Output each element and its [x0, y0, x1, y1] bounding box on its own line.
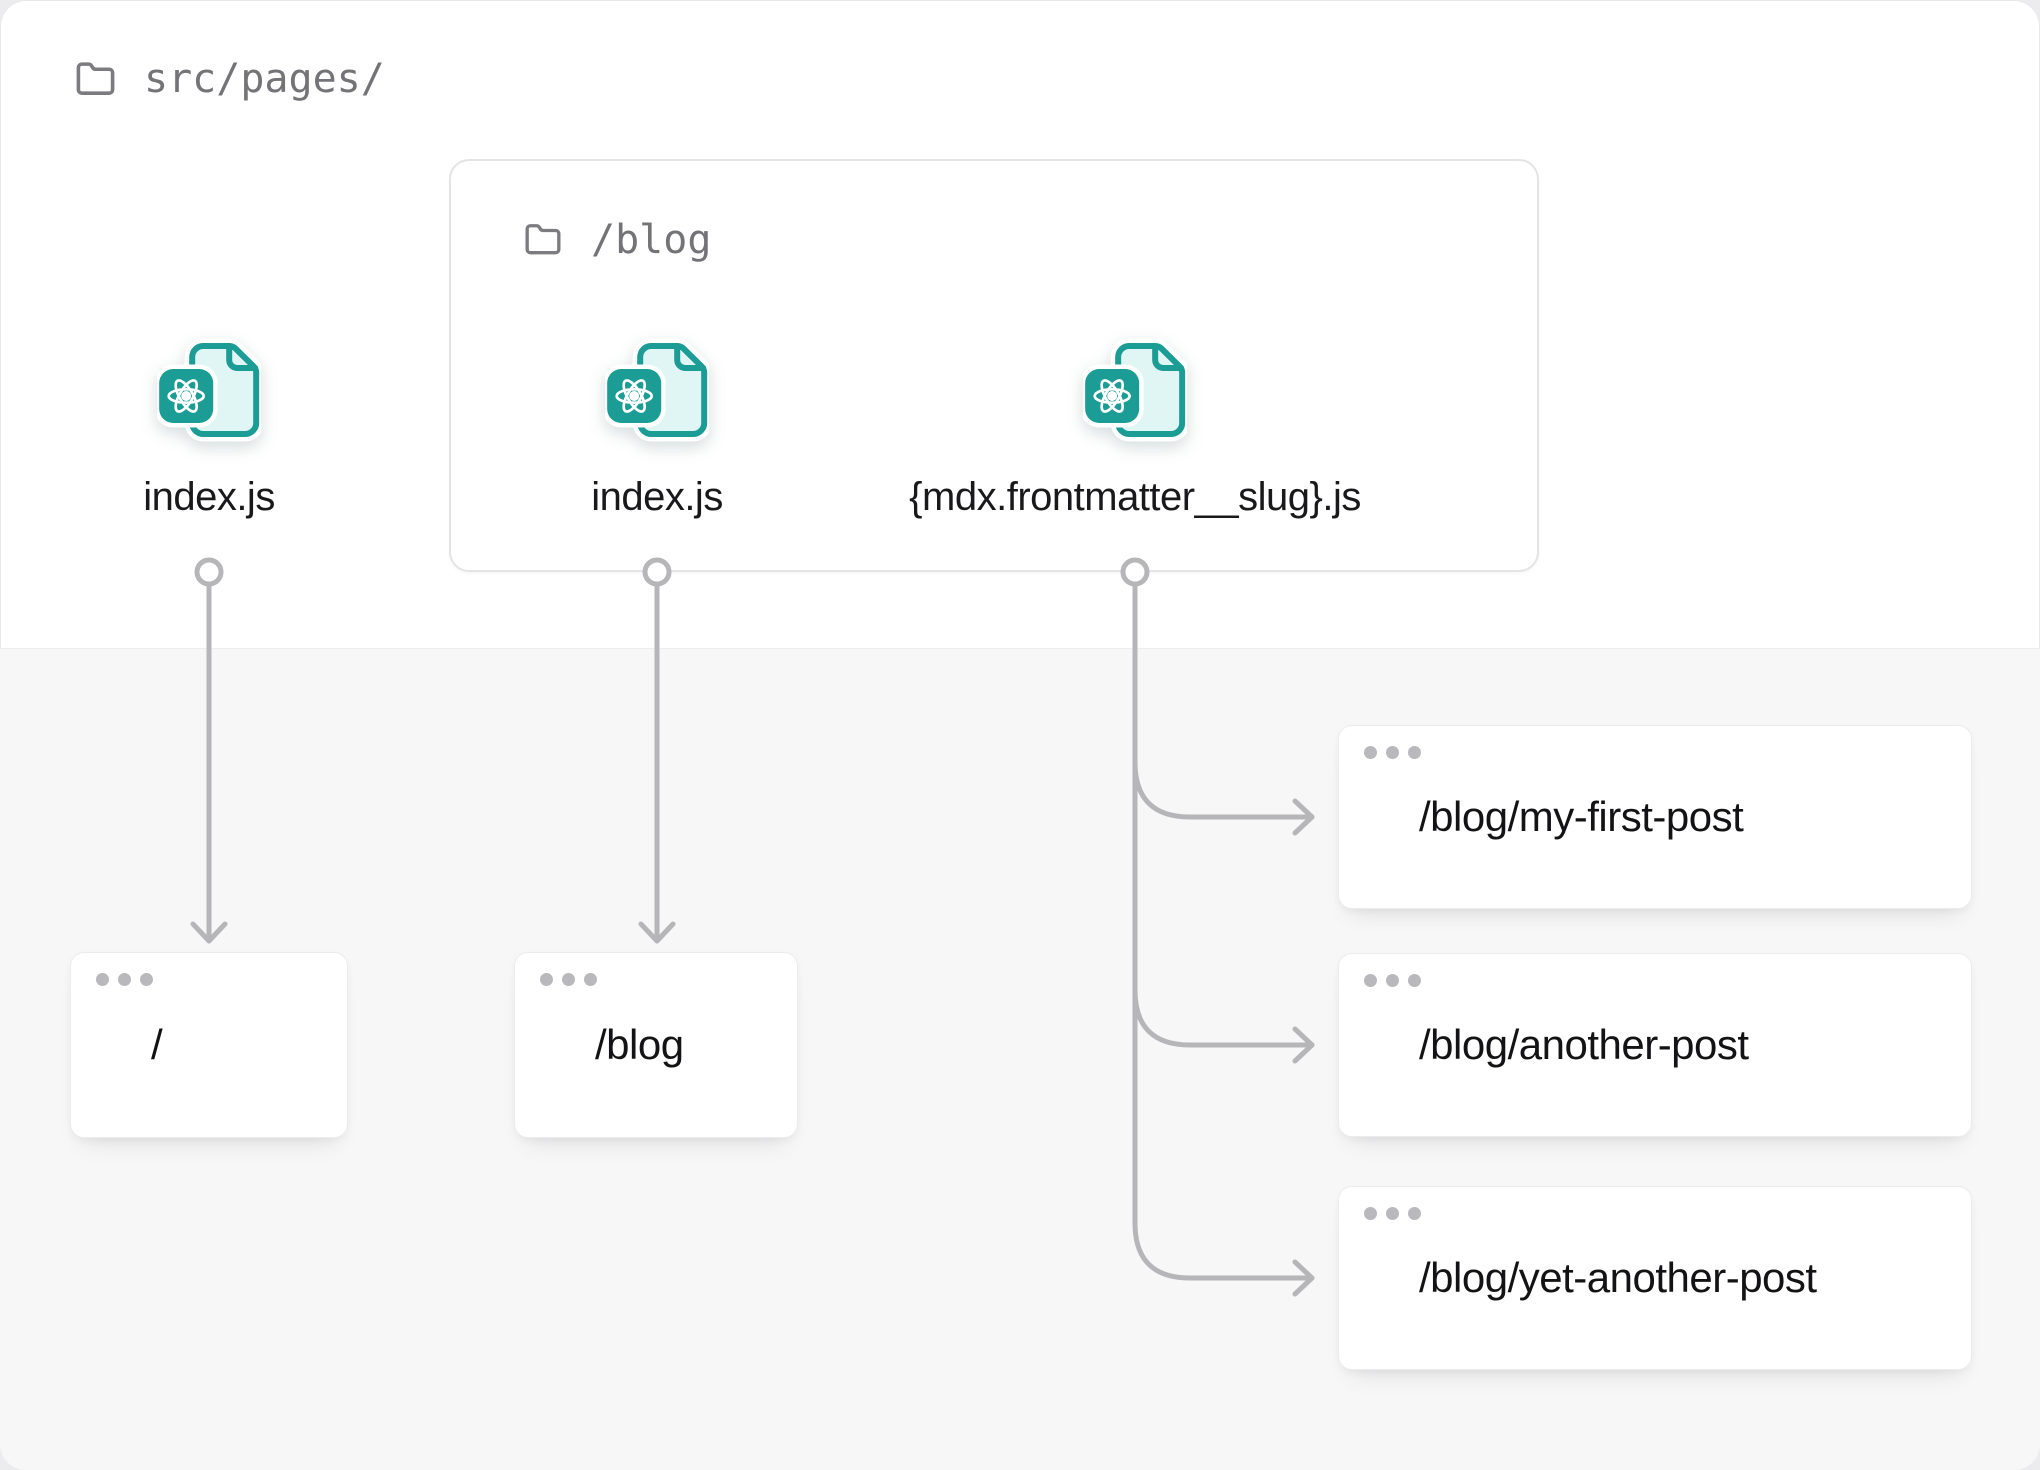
browser-dots-icon: [1364, 746, 1421, 759]
browser-dots-icon: [96, 973, 153, 986]
route-path: /blog/my-first-post: [1419, 793, 1744, 840]
connector-dot: [194, 557, 224, 587]
route-path: /: [151, 1021, 163, 1068]
file-item-mdx-slug: {mdx.frontmatter__slug}.js: [909, 338, 1361, 522]
react-file-icon: [605, 338, 709, 442]
route-card-another-post: /blog/another-post: [1338, 953, 1972, 1137]
react-file-icon: [1083, 338, 1187, 442]
blog-folder-row: /blog: [521, 217, 711, 263]
browser-dots-icon: [1364, 974, 1421, 987]
src-pages-folder-label: src/pages/: [144, 56, 385, 102]
file-label: index.js: [591, 475, 723, 519]
folder-icon: [525, 223, 561, 255]
file-item-root-index: index.js: [143, 338, 275, 522]
route-card-blog: /blog: [514, 952, 798, 1138]
file-label: index.js: [143, 475, 275, 519]
route-card-root: /: [70, 952, 348, 1138]
browser-dots-icon: [1364, 1207, 1421, 1220]
folder-icon: [76, 61, 115, 95]
react-file-icon: [157, 338, 261, 442]
route-card-my-first-post: /blog/my-first-post: [1338, 725, 1972, 909]
browser-dots-icon: [540, 973, 597, 986]
route-path: /blog/yet-another-post: [1419, 1254, 1817, 1301]
src-pages-folder-row: src/pages/: [73, 56, 385, 102]
blog-folder-label: /blog: [591, 217, 712, 263]
route-path: /blog/another-post: [1419, 1021, 1749, 1068]
route-path: /blog: [595, 1021, 684, 1068]
file-label: {mdx.frontmatter__slug}.js: [909, 475, 1361, 519]
file-item-blog-index: index.js: [591, 338, 723, 522]
route-card-yet-another-post: /blog/yet-another-post: [1338, 1186, 1972, 1370]
